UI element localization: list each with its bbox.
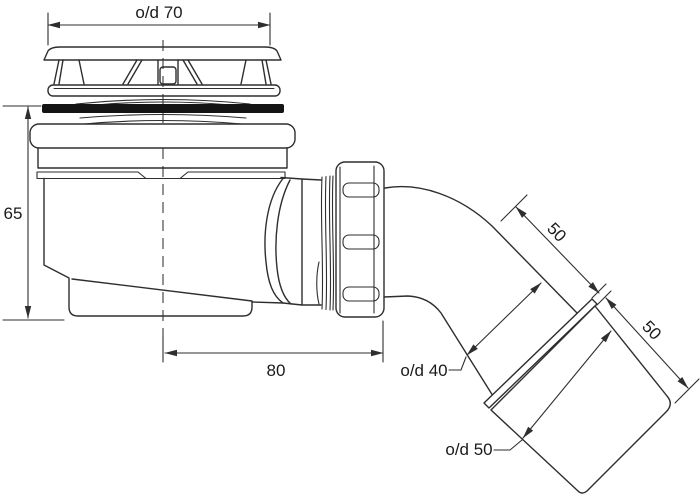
elbow-inner-edge [383,295,494,397]
dim-50-upper: 50 [500,194,612,306]
dim-od70: o/d 70 [47,3,271,46]
grate-left-leg [53,59,85,85]
grate-right-spoke [182,59,203,85]
body-outlet-curve-2 [275,179,292,305]
dim-label-od40: o/d 40 [400,361,447,380]
body-top-flange [29,123,296,149]
body-thin-ring [36,171,286,180]
nut-slot-bottom [342,286,380,302]
dim-od40: o/d 40 [400,282,542,380]
compression-nut [335,161,385,318]
dim-od50: o/d 50 [445,330,612,459]
thread-rings [79,113,247,125]
body-cup-outline [43,177,253,317]
elbow-45 [383,185,671,494]
nut-slot-middle [342,234,380,250]
grate-center-stem [157,59,179,85]
body-sump-slope [71,278,253,302]
dim-label-50-upper: 50 [543,219,570,246]
nut-slot-top [342,182,380,198]
dim-label-od70: o/d 70 [135,3,182,22]
body-band [37,147,288,169]
elbow-outer-edge [384,185,579,315]
rubber-gasket-seal [42,104,284,113]
grate-dome-cap [43,46,282,106]
trap-body [29,123,335,317]
dim-label-65: 65 [4,204,23,223]
upper-thread-ring [75,98,251,106]
dim-65: 65 [2,105,65,321]
dim-80: 80 [162,320,384,380]
outlet-threads [316,175,335,311]
dim-label-od50: o/d 50 [445,440,492,459]
grate-right-leg [240,59,272,85]
dim-label-50-lower: 50 [638,317,665,344]
grate-flange-plate [47,84,281,97]
grate-left-spoke [122,59,143,85]
dim-label-80: 80 [267,361,286,380]
outlet-tube [251,176,322,306]
body-outlet-curve-1 [264,177,284,304]
grate-center-boss [159,66,177,85]
